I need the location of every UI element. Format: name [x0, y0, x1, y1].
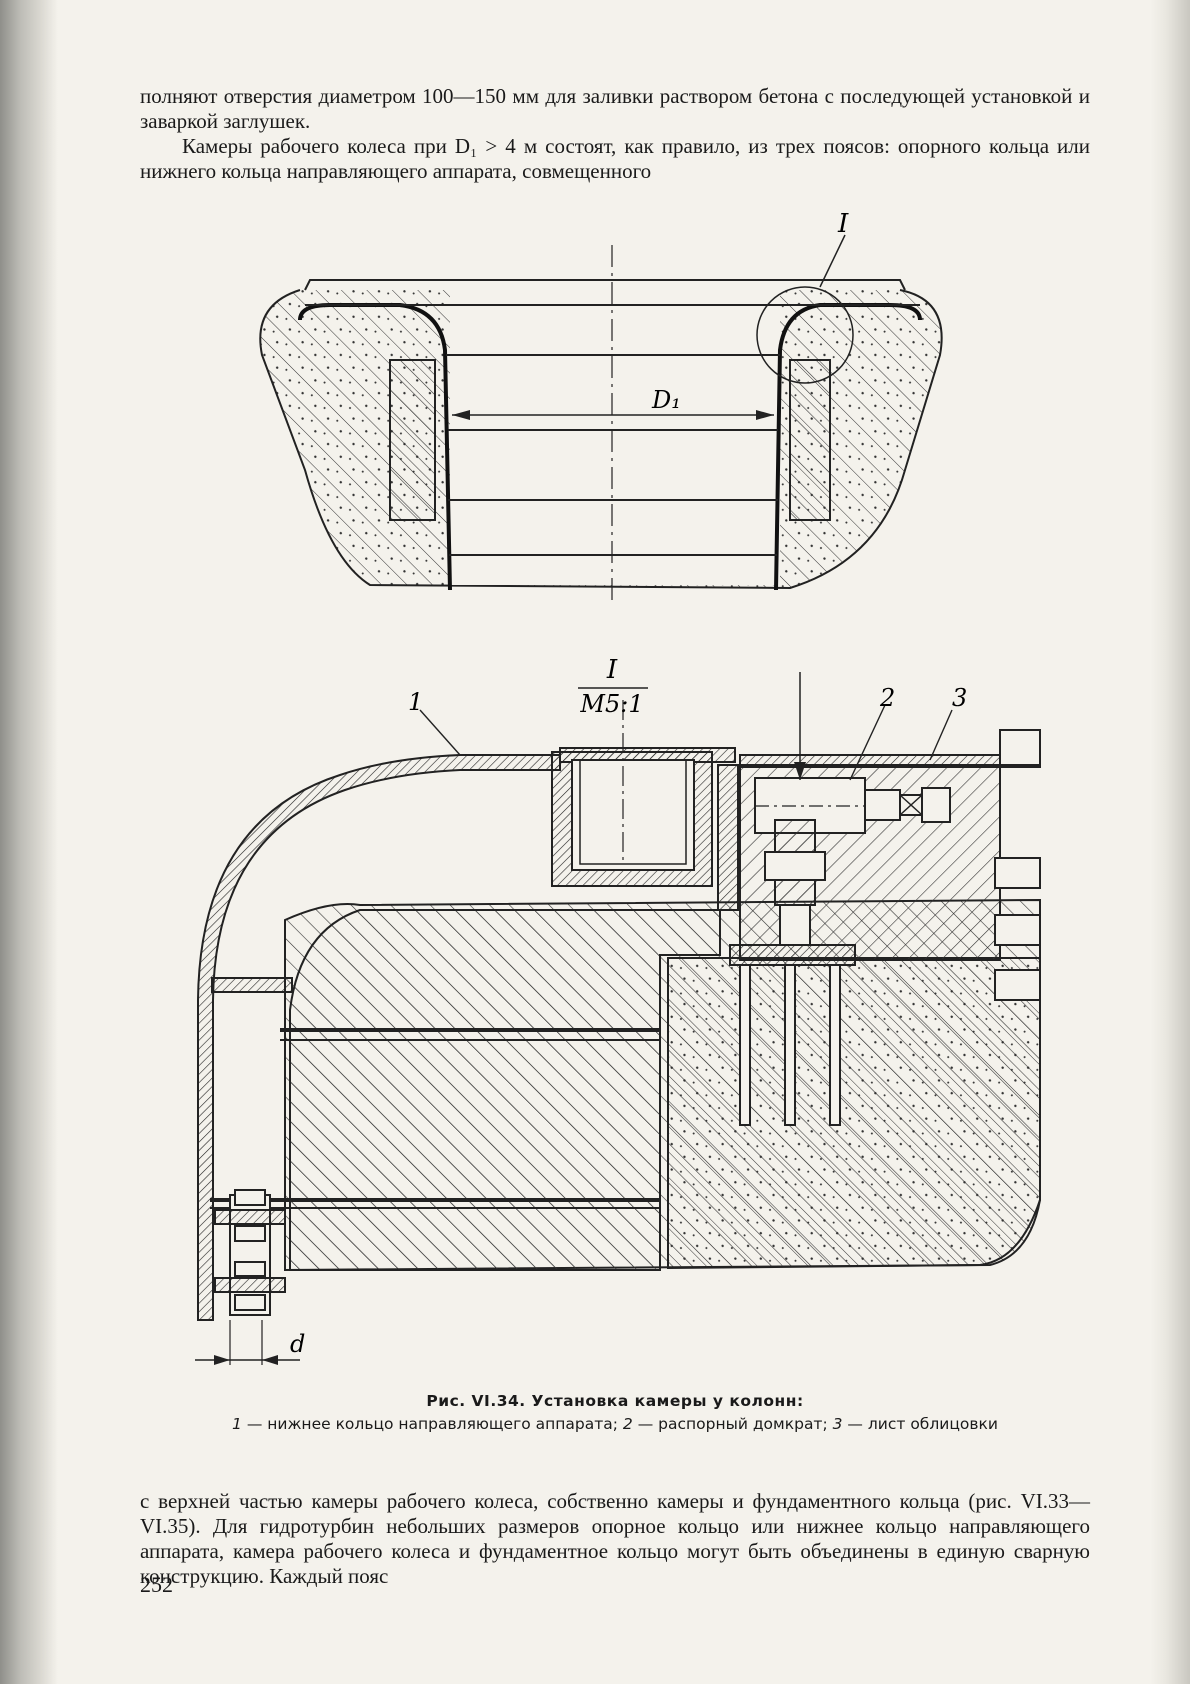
detail-view-i [195, 672, 1041, 1365]
chamber-elevation-view [259, 234, 943, 600]
legend-text-2: распорный домкрат; [658, 1415, 828, 1433]
figure-caption-legend: 1 — нижнее кольцо направляющего аппарата… [232, 1415, 998, 1433]
detail-scale-label: M5:1 [579, 690, 643, 718]
detail-marker-label: I [837, 209, 849, 239]
callout-1: 1 [408, 688, 423, 716]
paragraph-chamber-belts: Камеры рабочего колеса при D₁ > 4 м сост… [140, 134, 1090, 183]
callout-3: 3 [952, 684, 967, 712]
binding-shadow [0, 0, 58, 1684]
figure-caption-title: Рис. VI.34. Установка камеры у колонн: [426, 1392, 804, 1410]
diameter-label: D₁ [651, 386, 681, 414]
page-number: 252 [140, 1572, 173, 1597]
paragraph-top-continuation: полняют отверстия диаметром 100—150 мм д… [140, 84, 1090, 133]
legend-num-3: 3 [832, 1415, 843, 1433]
legend-text-3: лист облицовки [867, 1415, 998, 1433]
legend-num-1: 1 [232, 1415, 242, 1433]
page-edge-shadow [1150, 0, 1190, 1684]
legend-text-1: нижнее кольцо направляющего аппарата; [267, 1415, 618, 1433]
dimension-d-label: d [290, 1330, 305, 1358]
legend-num-2: 2 [622, 1415, 633, 1433]
callout-2: 2 [879, 684, 895, 712]
paragraph-bottom: с верхней частью камеры рабочего колеса,… [140, 1489, 1090, 1588]
detail-title-label: I [606, 655, 618, 685]
